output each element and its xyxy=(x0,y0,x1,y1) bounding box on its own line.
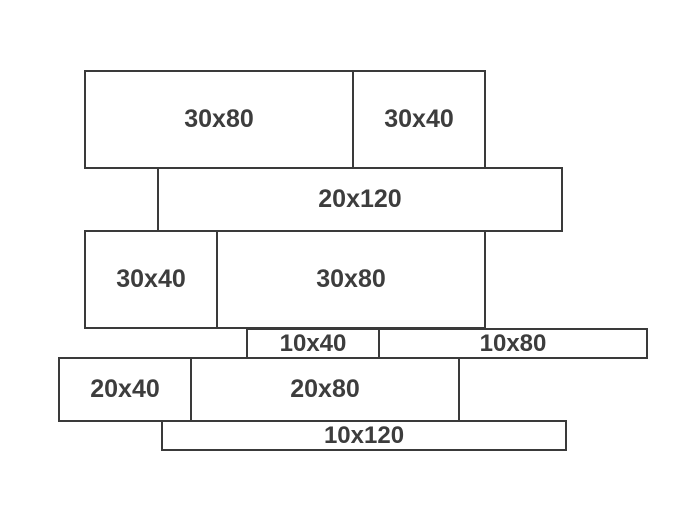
tile-30x40-middle: 30x40 xyxy=(84,230,218,329)
tile-label: 20x40 xyxy=(90,375,160,403)
tile-label: 10x80 xyxy=(479,329,547,357)
tile-20x40: 20x40 xyxy=(58,357,192,422)
tile-10x40: 10x40 xyxy=(246,328,380,359)
tile-label: 30x40 xyxy=(384,105,454,133)
tile-label: 20x80 xyxy=(290,375,360,403)
tile-label: 20x120 xyxy=(318,185,402,213)
tile-label: 30x80 xyxy=(316,265,386,293)
tile-30x80-middle: 30x80 xyxy=(216,230,486,329)
tile-10x120: 10x120 xyxy=(161,420,567,451)
tile-label: 10x40 xyxy=(279,329,347,357)
tile-label: 10x120 xyxy=(323,421,405,449)
tile-20x80: 20x80 xyxy=(190,357,460,422)
tile-30x40-top: 30x40 xyxy=(352,70,486,169)
tile-30x80-top: 30x80 xyxy=(84,70,354,169)
tile-label: 30x40 xyxy=(116,265,186,293)
tile-label: 30x80 xyxy=(184,105,254,133)
tile-10x80: 10x80 xyxy=(378,328,648,359)
tile-20x120: 20x120 xyxy=(157,167,563,232)
